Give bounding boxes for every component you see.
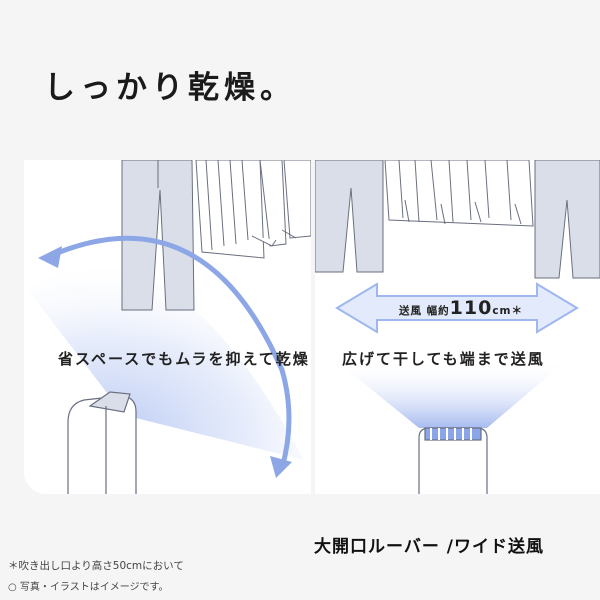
- airflow-width-unit: cm＊: [492, 305, 523, 317]
- curved-double-arrow-icon: [38, 235, 292, 478]
- airflow-width-label: 送風 幅約110cm＊: [399, 297, 523, 319]
- footnote-outlet-height: ＊吹き出し口より高さ50cmにおいて: [8, 560, 184, 572]
- dehumidifier-unit: [418, 427, 488, 494]
- compact-drying-scene: [28, 160, 311, 494]
- feature-label: 大開口ルーバー /ワイド送風: [314, 537, 544, 557]
- hanging-trousers-left: [315, 160, 384, 273]
- dehumidifier-unit: [67, 391, 137, 494]
- hanging-trousers: [121, 160, 195, 311]
- left-caption: 省スペースでもムラを抑えて乾燥: [58, 350, 310, 368]
- page-headline: しっかり乾燥。: [44, 70, 296, 106]
- wide-airflow-scene: [315, 160, 600, 494]
- hanging-shirts: [195, 160, 311, 259]
- wide-airflow-illustration: 送風 幅約110cm＊ 広げて干しても端まで送風: [315, 160, 600, 494]
- horizontal-double-arrow-icon: [335, 282, 579, 334]
- airflow-width-value: 110: [449, 297, 493, 319]
- footnote-illustration: ○ 写真・イラストはイメージです。: [8, 582, 169, 593]
- airflow-fan: [28, 266, 304, 460]
- airflow-beam: [335, 360, 567, 428]
- hanging-shirts: [384, 160, 534, 227]
- airflow-width-prefix: 送風 幅約: [399, 305, 450, 317]
- compact-drying-illustration: 省スペースでもムラを抑えて乾燥: [24, 160, 311, 494]
- hanging-trousers-right: [534, 160, 600, 279]
- right-caption: 広げて干しても端まで送風: [342, 350, 545, 368]
